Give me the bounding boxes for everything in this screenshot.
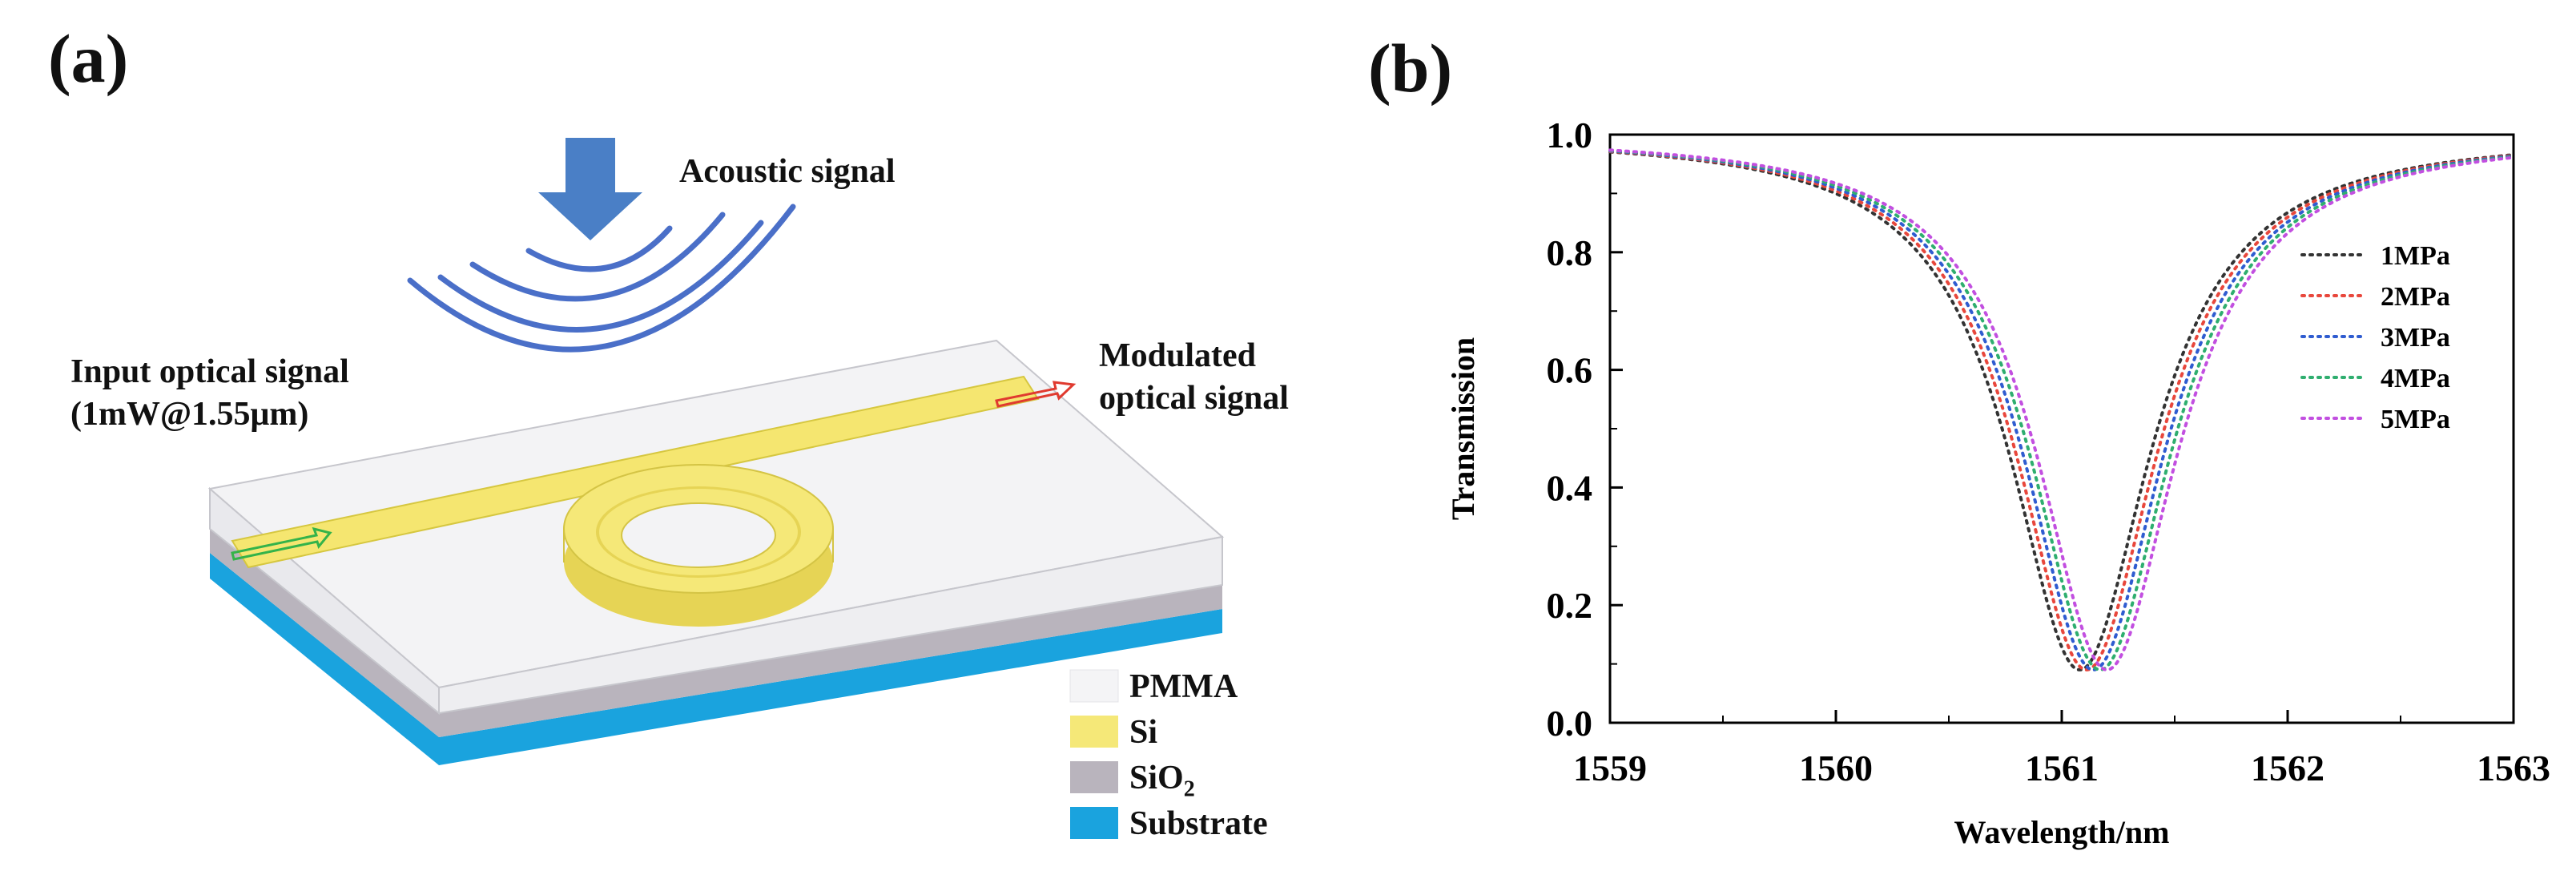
legend-label-substrate: Substrate	[1129, 805, 1268, 842]
x-axis-label: Wavelength/nm	[1954, 814, 2170, 850]
series-line-4MPa	[1608, 148, 2515, 671]
legend-label-3MPa: 3MPa	[2381, 323, 2450, 353]
legend-label-2MPa: 2MPa	[2381, 282, 2450, 312]
series-lines	[1608, 148, 2515, 671]
x-tick-label: 1560	[1799, 748, 1873, 788]
series-line-2MPa	[1608, 150, 2515, 671]
y-axis-ticks: 0.0 0.2 0.4 0.6 0.8 1.0	[1547, 115, 1623, 744]
legend-label-si: Si	[1129, 714, 1158, 751]
output-arrow-icon	[995, 381, 1077, 408]
series-line-3MPa	[1608, 149, 2515, 671]
legend-label-5MPa: 5MPa	[2381, 405, 2450, 434]
device-schematic	[207, 138, 1225, 839]
y-tick-label: 0.2	[1547, 585, 1593, 626]
legend-swatch-si	[1070, 716, 1118, 748]
legend-label-pmma: PMMA	[1129, 668, 1238, 705]
x-axis-ticks: 1559 1560 1561 1562 1563	[1573, 710, 2550, 788]
y-tick-label: 0.4	[1547, 467, 1593, 508]
panel-b-label: (b)	[1368, 30, 1453, 107]
output-signal-label: Modulated optical signal	[1099, 335, 1289, 419]
output-signal-label-line2: optical signal	[1099, 379, 1289, 417]
y-tick-label: 0.0	[1547, 703, 1593, 744]
chart-legend: 1MPa 2MPa 3MPa 4MPa 5MPa	[2300, 241, 2450, 434]
acoustic-signal-label: Acoustic signal	[679, 153, 896, 190]
y-tick-label: 0.6	[1547, 350, 1593, 391]
legend-swatch-sio2	[1070, 761, 1118, 793]
legend-swatch-pmma	[1069, 669, 1119, 703]
series-line-1MPa	[1608, 150, 2515, 671]
x-tick-label: 1559	[1573, 748, 1647, 788]
plot-frame	[1608, 133, 2515, 724]
ring-resonator	[563, 464, 834, 627]
substrate-layer	[210, 553, 1222, 765]
legend-label-sio2: SiO2	[1129, 761, 1195, 800]
pmma-side-face	[438, 535, 1223, 715]
legend-label-4MPa: 4MPa	[2381, 364, 2450, 393]
acoustic-arrow-icon	[538, 138, 642, 240]
input-signal-label: Input optical signal (1mW@1.55μm)	[70, 351, 349, 435]
acoustic-wave-icon	[407, 204, 796, 353]
y-tick-label: 0.8	[1547, 232, 1593, 273]
x-tick-label: 1561	[2025, 748, 2099, 788]
legend-label-sio2-subscript: 2	[1183, 776, 1195, 802]
x-tick-label: 1562	[2251, 748, 2324, 788]
output-signal-label-line1: Modulated	[1099, 337, 1257, 374]
input-arrow-icon	[231, 526, 332, 561]
series-line-5MPa	[1608, 148, 2515, 671]
legend-swatch-substrate	[1070, 807, 1118, 839]
legend-label-1MPa: 1MPa	[2381, 241, 2450, 271]
y-axis-label: Transmission	[1445, 337, 1481, 520]
legend-label-sio2-base: SiO	[1129, 760, 1184, 796]
y-tick-label: 1.0	[1547, 115, 1593, 155]
input-signal-label-line1: Input optical signal	[70, 353, 349, 390]
sio2-layer	[210, 529, 1222, 737]
x-tick-label: 1563	[2477, 748, 2550, 788]
panel-a-label: (a)	[48, 20, 129, 97]
input-signal-label-line2: (1mW@1.55μm)	[70, 395, 309, 433]
